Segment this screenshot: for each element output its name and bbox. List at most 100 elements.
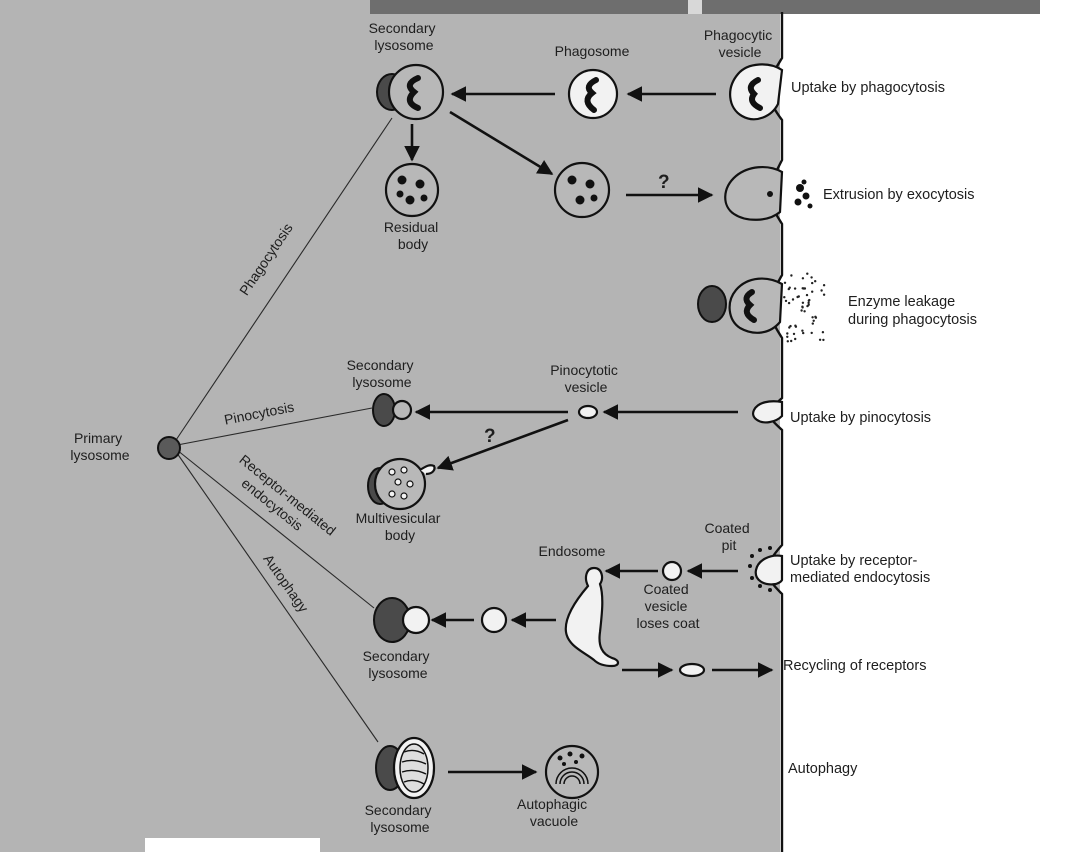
phagocytosis-line — [171, 117, 393, 447]
enzyme-dot — [801, 277, 805, 280]
transport-vesicle-rme — [480, 606, 508, 634]
scan-gap — [688, 0, 702, 14]
side-autophagy: Autophagy — [788, 761, 858, 777]
enzyme-dot — [801, 329, 804, 332]
label-secondary-lysosome-pino: Secondary lysosome — [347, 357, 418, 390]
side-uptake-phagocytosis: Uptake by phagocytosis — [791, 80, 945, 96]
enzyme-dot — [783, 281, 787, 284]
extracellular-region — [780, 0, 1065, 852]
enzyme-dot — [807, 301, 810, 305]
paper-corner — [145, 838, 320, 852]
coated-vesicle — [661, 560, 683, 582]
enzyme-dot — [822, 293, 826, 296]
enzyme-dot — [786, 335, 789, 338]
side-recycling: Recycling of receptors — [783, 658, 926, 674]
enzyme-dot — [810, 331, 813, 335]
question-mark-multivesicular: ? — [484, 426, 496, 447]
enzyme-dot — [786, 340, 789, 343]
enzyme-dot — [801, 305, 804, 308]
arrow-to-exocytic-vesicle — [449, 110, 554, 176]
recycling-vesicle — [678, 662, 706, 678]
enzyme-dot — [810, 276, 813, 279]
enzyme-dot — [787, 301, 791, 305]
enzyme-dot — [786, 332, 789, 335]
question-mark-exocytosis: ? — [658, 172, 670, 193]
receptor-mediated-line — [171, 445, 375, 609]
label-endosome: Endosome — [539, 543, 606, 559]
coated-pit — [748, 546, 784, 592]
pinocytotic-vesicle — [577, 404, 599, 420]
enzyme-dot — [820, 289, 823, 292]
enzyme-dot — [803, 310, 806, 313]
enzyme-dot — [790, 274, 793, 277]
label-phagocytic-vesicle: Phagocytic vesicle — [704, 27, 776, 60]
enzyme-dot — [783, 296, 786, 299]
label-secondary-lysosome-top: Secondary lysosome — [369, 20, 440, 53]
label-multivesicular-body: Multivesicular body — [356, 510, 445, 543]
arrow-to-multivesicular-body — [436, 418, 569, 471]
endosome — [564, 566, 620, 668]
enzyme-dot — [807, 303, 810, 306]
enzyme-dot — [788, 286, 791, 289]
side-uptake-receptor: Uptake by receptor- mediated endocytosis — [790, 553, 930, 586]
leaking-phagolysosome — [697, 277, 784, 334]
secondary-lysosome-auto — [375, 736, 436, 800]
extruded-material — [794, 179, 813, 209]
enzyme-dot — [818, 338, 822, 341]
autophagy-line — [171, 445, 379, 743]
enzyme-dot — [792, 332, 796, 336]
label-secondary-lysosome-rme: Secondary lysosome — [363, 648, 434, 681]
enzyme-dot — [821, 331, 825, 334]
secondary-lysosome-pino — [372, 393, 413, 427]
label-primary-lysosome: Primary lysosome — [70, 430, 129, 463]
enzyme-dot — [796, 295, 799, 299]
enzyme-dot — [805, 293, 809, 297]
side-enzyme-leakage: Enzyme leakage during phagocytosis — [848, 294, 977, 328]
residual-body — [384, 162, 440, 218]
label-phagosome: Phagosome — [555, 43, 630, 59]
side-uptake-pinocytosis: Uptake by pinocytosis — [790, 410, 931, 426]
pinocytosis-line — [171, 407, 373, 447]
exocytic-vesicle — [553, 161, 611, 219]
enzyme-dot — [788, 326, 791, 329]
enzyme-dot — [812, 319, 815, 322]
label-autophagic-vacuole: Autophagic vacuole — [517, 796, 591, 829]
enzyme-dot — [790, 339, 793, 343]
label-residual-body: Residual body — [384, 219, 442, 252]
cytoplasm-region — [0, 0, 780, 852]
enzyme-dot — [802, 287, 805, 290]
label-secondary-lysosome-auto: Secondary lysosome — [365, 802, 436, 835]
enzyme-dot — [822, 338, 825, 342]
label-coated-vesicle: Coated vesicle loses coat — [636, 581, 699, 631]
enzyme-dot — [811, 316, 814, 319]
enzyme-dot — [814, 315, 817, 318]
phagosome — [567, 68, 619, 120]
enzyme-dot — [791, 298, 795, 301]
scan-strip-top — [370, 0, 1040, 14]
enzyme-dot — [811, 322, 814, 325]
enzyme-dot — [802, 331, 805, 335]
autophagic-vacuole — [544, 744, 600, 800]
enzyme-dot — [814, 280, 817, 283]
enzyme-dot — [784, 299, 788, 303]
pinocytic-pit — [752, 400, 784, 424]
multivesicular-body — [367, 457, 436, 511]
enzyme-dot — [794, 337, 797, 341]
enzyme-dot — [811, 281, 814, 285]
label-coated-pit: Coated pit — [704, 520, 753, 553]
enzyme-dot — [808, 298, 811, 302]
leaked-enzymes — [783, 272, 826, 343]
secondary-lysosome-top — [376, 63, 445, 121]
side-extrusion: Extrusion by exocytosis — [823, 187, 975, 203]
secondary-lysosome-rme — [373, 597, 431, 643]
enzyme-dot — [806, 272, 809, 275]
enzyme-dot — [800, 309, 803, 312]
phagocytic-vesicle — [729, 63, 784, 121]
enzyme-dot — [811, 290, 814, 293]
exocytosing-vesicle — [724, 166, 784, 221]
enzyme-dot — [801, 301, 805, 304]
enzyme-dot — [794, 324, 797, 327]
enzyme-dot — [822, 284, 826, 287]
enzyme-dot — [793, 287, 797, 290]
